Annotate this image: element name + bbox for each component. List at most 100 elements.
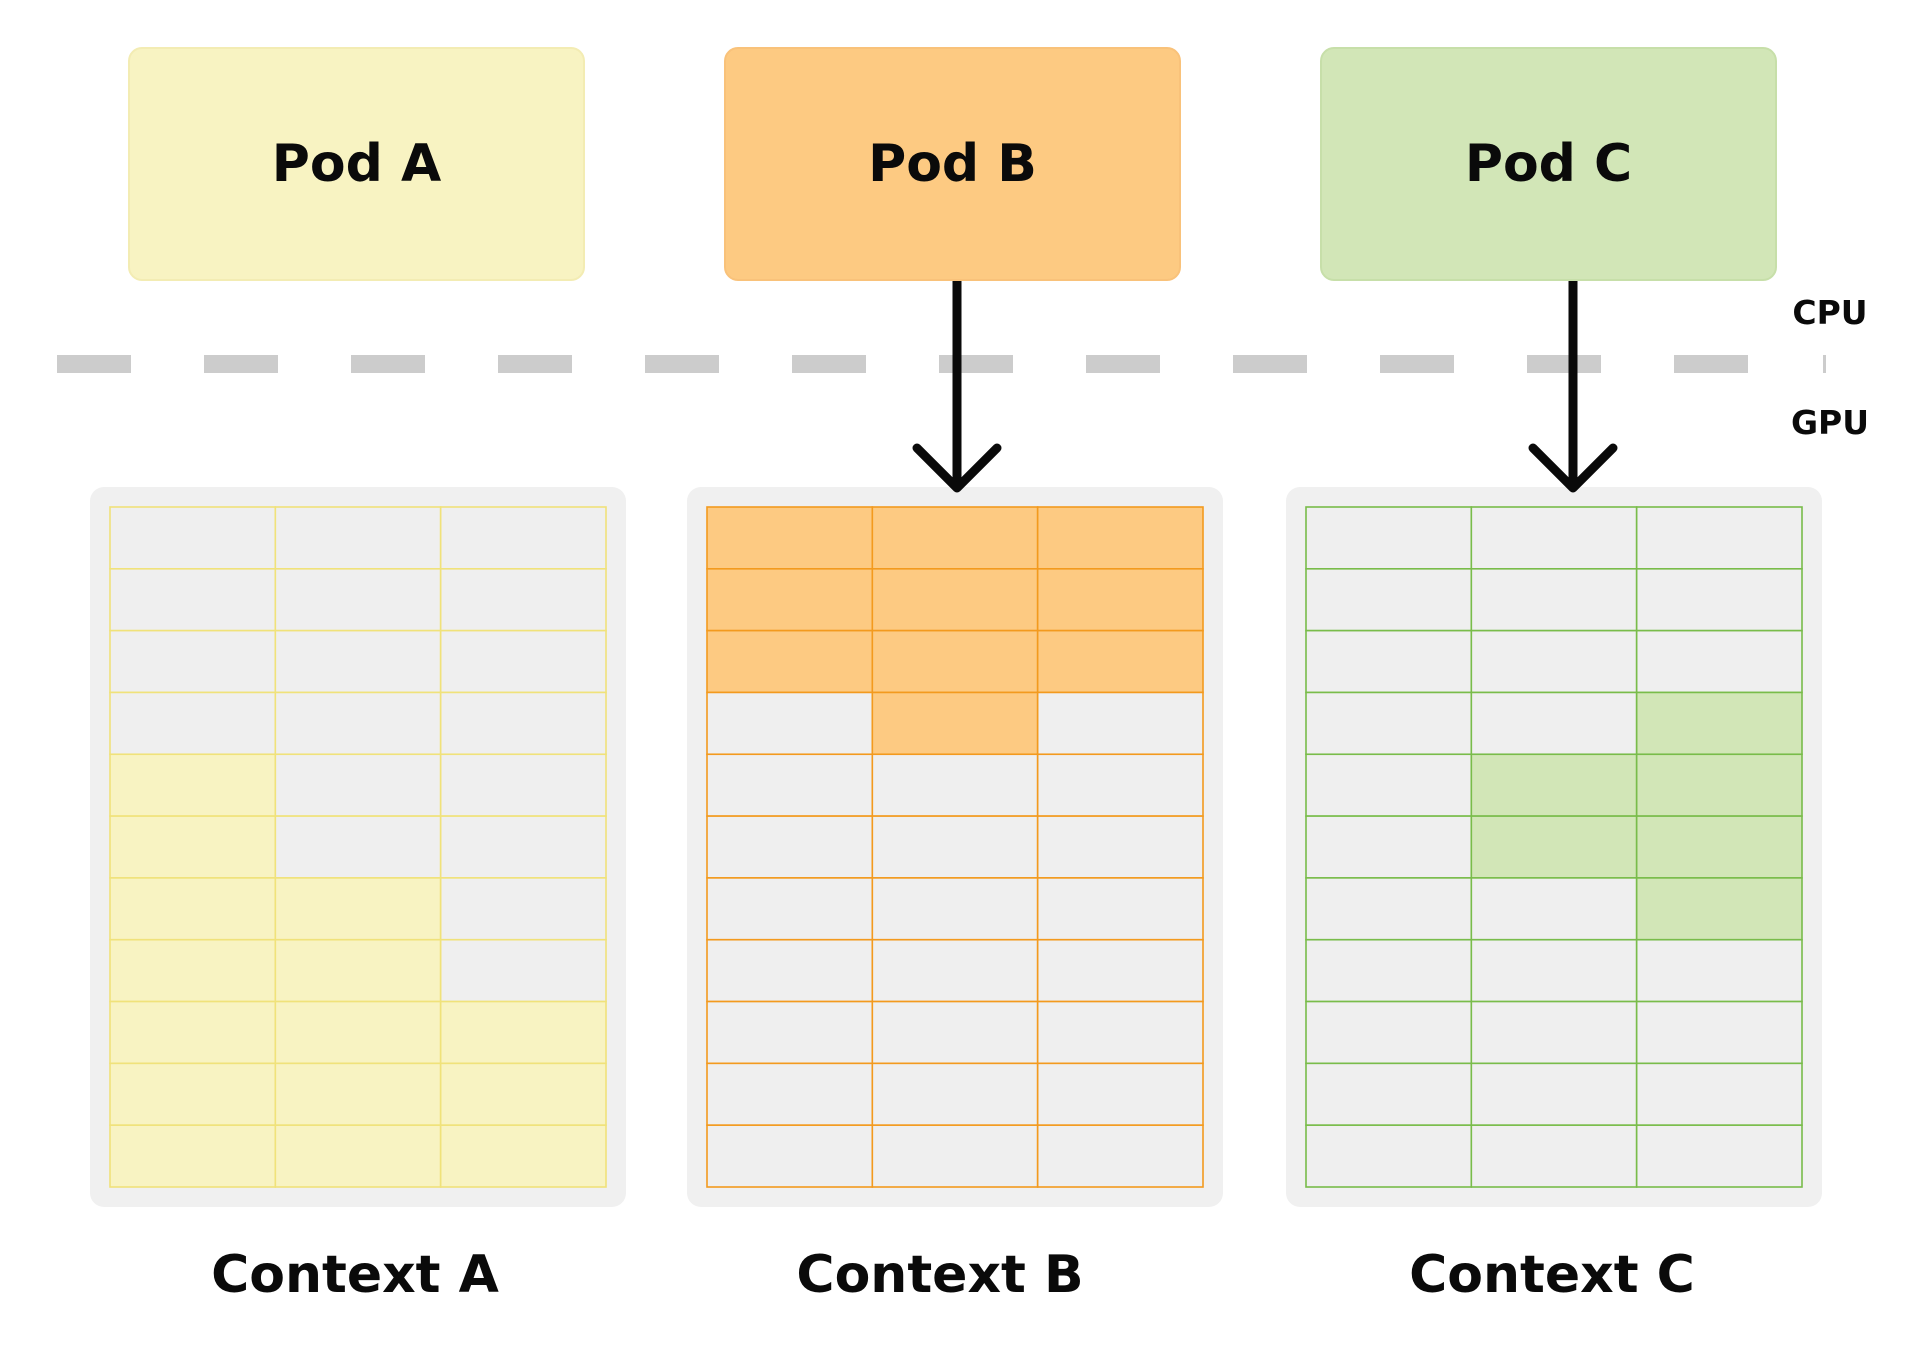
memory-cell-empty (439, 815, 607, 879)
pod-c-box: Pod C (1320, 47, 1777, 281)
memory-cell-empty (871, 753, 1039, 817)
memory-cell-empty (1305, 1124, 1473, 1188)
memory-cell-empty (706, 1124, 874, 1188)
memory-cell-filled (871, 691, 1039, 756)
memory-cell-empty (1470, 938, 1638, 1003)
memory-cell-empty (1470, 1062, 1638, 1126)
memory-cell-empty (871, 938, 1039, 1003)
memory-cell-filled (1470, 815, 1638, 879)
arrows-group (912, 281, 1618, 493)
memory-cell-empty (274, 568, 442, 632)
pod-b-box: Pod B (724, 47, 1181, 281)
memory-cell-empty (1470, 1000, 1638, 1065)
memory-cell-filled (439, 1000, 607, 1065)
memory-cell-empty (1305, 938, 1473, 1003)
memory-cell-filled (109, 1000, 277, 1065)
memory-cell-filled (871, 506, 1039, 570)
memory-cell-empty (1036, 1124, 1204, 1188)
divider-dash (792, 355, 866, 373)
memory-cell-empty (1470, 568, 1638, 632)
memory-cell-filled (1635, 877, 1803, 941)
arrow-head (1528, 443, 1618, 493)
memory-cell-empty (1635, 629, 1803, 694)
memory-cell-filled (706, 629, 874, 694)
context-b-label: Context B (796, 1245, 1084, 1305)
memory-cell-empty (439, 938, 607, 1003)
memory-cell-empty (1635, 506, 1803, 570)
memory-cell-filled (109, 938, 277, 1003)
divider-dash (204, 355, 278, 373)
arrow-head (912, 443, 1002, 493)
cpu-gpu-divider (57, 355, 1826, 373)
divider-dash (1233, 355, 1307, 373)
memory-cell-empty (706, 753, 874, 817)
pod-b-label: Pod B (868, 134, 1037, 194)
memory-cell-filled (1635, 691, 1803, 756)
memory-cell-filled (1470, 753, 1638, 817)
memory-cell-empty (1470, 506, 1638, 570)
memory-cell-filled (109, 1062, 277, 1126)
memory-cell-empty (1635, 568, 1803, 632)
divider-dash (645, 355, 719, 373)
memory-cell-empty (1305, 877, 1473, 941)
memory-cell-empty (109, 506, 277, 570)
memory-cell-empty (871, 1124, 1039, 1188)
memory-cell-filled (1036, 568, 1204, 632)
divider-dash (939, 355, 1013, 373)
memory-cell-filled (109, 815, 277, 879)
contexts-group (90, 487, 1822, 1207)
memory-cell-filled (274, 938, 442, 1003)
pod-c-label: Pod C (1464, 134, 1633, 194)
memory-cell-empty (706, 877, 874, 941)
context-a-label: Context A (211, 1245, 499, 1305)
memory-cell-filled (439, 1062, 607, 1126)
memory-cell-empty (1036, 938, 1204, 1003)
memory-cell-empty (1305, 568, 1473, 632)
memory-cell-filled (1635, 815, 1803, 879)
memory-cell-empty (439, 877, 607, 941)
memory-cell-filled (1036, 629, 1204, 694)
memory-cell-empty (871, 815, 1039, 879)
memory-cell-empty (1635, 1000, 1803, 1065)
memory-cell-empty (1470, 1124, 1638, 1188)
memory-cell-empty (274, 629, 442, 694)
memory-cell-empty (274, 815, 442, 879)
memory-cell-empty (871, 1000, 1039, 1065)
memory-cell-filled (706, 568, 874, 632)
memory-cell-filled (871, 629, 1039, 694)
memory-cell-empty (1036, 815, 1204, 879)
memory-cell-filled (109, 877, 277, 941)
memory-cell-empty (1305, 1000, 1473, 1065)
memory-cell-empty (1470, 629, 1638, 694)
memory-cell-empty (439, 506, 607, 570)
memory-cell-empty (706, 691, 874, 756)
memory-cell-filled (274, 1124, 442, 1188)
memory-cell-empty (1470, 877, 1638, 941)
memory-cell-empty (706, 815, 874, 879)
context-c-label: Context C (1409, 1245, 1695, 1305)
memory-cell-filled (274, 1062, 442, 1126)
divider-dash (1527, 355, 1601, 373)
memory-cell-empty (1635, 938, 1803, 1003)
divider-dash (1823, 355, 1826, 373)
memory-cell-empty (1305, 753, 1473, 817)
memory-cell-empty (1036, 877, 1204, 941)
memory-cell-empty (109, 691, 277, 756)
memory-cell-filled (109, 753, 277, 817)
memory-cell-empty (274, 753, 442, 817)
memory-cell-filled (439, 1124, 607, 1188)
memory-cell-filled (1635, 753, 1803, 817)
memory-cell-filled (274, 877, 442, 941)
memory-cell-empty (1036, 753, 1204, 817)
memory-cell-empty (274, 691, 442, 756)
memory-cell-empty (274, 506, 442, 570)
memory-cell-empty (706, 938, 874, 1003)
memory-cell-empty (439, 568, 607, 632)
memory-cell-empty (1305, 691, 1473, 756)
memory-cell-empty (1635, 1062, 1803, 1126)
memory-cell-empty (871, 877, 1039, 941)
gpu-label: GPU (1790, 403, 1870, 442)
divider-dash (498, 355, 572, 373)
